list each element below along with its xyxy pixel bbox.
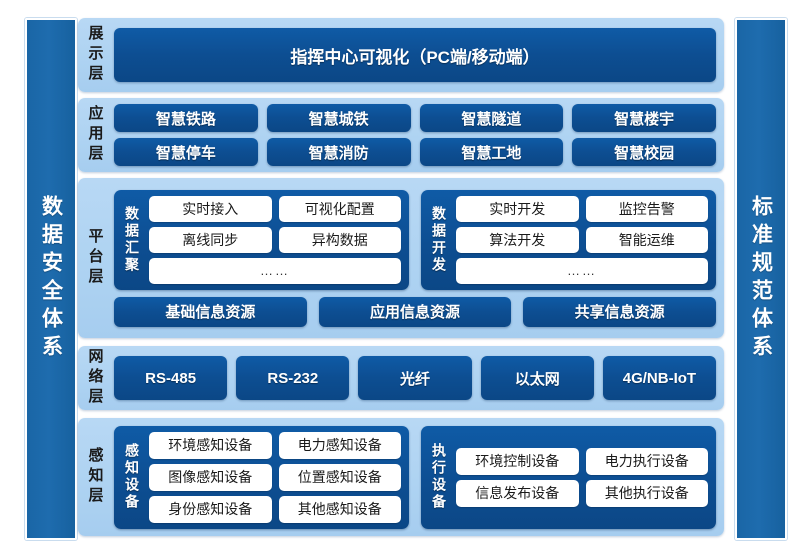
- application-item-smart-railway[interactable]: 智慧铁路: [114, 104, 258, 132]
- sensing-group-1-row-3: 身份感知设备 其他感知设备: [149, 495, 401, 523]
- application-row-2: 智慧停车 智慧消防 智慧工地 智慧校园: [114, 138, 716, 166]
- layer-sensing-body: 感知设备 环境感知设备 电力感知设备 图像感知设备 位置感知设备 身份感知设备: [112, 418, 724, 537]
- platform-group-data-development: 数据开发 实时开发 监控告警 算法开发 智能运维 ……: [421, 189, 716, 290]
- platform-group-2-row-3: ……: [456, 257, 708, 284]
- sensing-item-environment-control[interactable]: 环境控制设备: [456, 447, 579, 475]
- sensing-item-location-sensor[interactable]: 位置感知设备: [278, 463, 401, 491]
- sensing-item-info-release[interactable]: 信息发布设备: [456, 479, 579, 507]
- application-item-smart-parking[interactable]: 智慧停车: [114, 138, 258, 166]
- platform-resources-row: 基础信息资源 应用信息资源 共享信息资源: [114, 296, 717, 327]
- pillar-standards: 标准规范体系: [735, 18, 787, 540]
- presentation-item-command-center[interactable]: 指挥中心可视化（PC端/移动端）: [114, 28, 716, 82]
- application-item-smart-fire[interactable]: 智慧消防: [266, 138, 411, 166]
- network-row: RS-485 RS-232 光纤 以太网 4G/NB-IoT: [114, 356, 717, 400]
- network-item-ethernet[interactable]: 以太网: [480, 356, 594, 400]
- sensing-item-other-actuator[interactable]: 其他执行设备: [585, 479, 708, 507]
- sensing-group-1-items: 环境感知设备 电力感知设备 图像感知设备 位置感知设备 身份感知设备 其他感知设…: [149, 431, 401, 523]
- platform-item-realtime-dev[interactable]: 实时开发: [456, 195, 579, 222]
- application-item-smart-metro[interactable]: 智慧城铁: [266, 104, 411, 132]
- layer-platform-label: 平台层: [86, 228, 104, 288]
- application-item-smart-construction[interactable]: 智慧工地: [419, 138, 564, 166]
- presentation-row: 指挥中心可视化（PC端/移动端）: [114, 28, 716, 82]
- platform-group-data-aggregation: 数据汇聚 实时接入 可视化配置 离线同步 异构数据 ……: [114, 189, 409, 290]
- application-item-smart-campus[interactable]: 智慧校园: [572, 138, 716, 166]
- platform-item-algorithm-dev[interactable]: 算法开发: [456, 226, 579, 253]
- resource-basic-information[interactable]: 基础信息资源: [114, 296, 307, 327]
- layer-presentation-label: 展示层: [86, 25, 104, 85]
- layer-sensing: 感知层 感知设备 环境感知设备 电力感知设备 图像感知设备 位置感知设备: [78, 418, 724, 536]
- platform-group-2-row-2: 算法开发 智能运维: [456, 226, 708, 253]
- layer-sensing-label: 感知层: [86, 447, 104, 507]
- layer-platform: 平台层 数据汇聚 实时接入 可视化配置 离线同步 异构数据: [78, 178, 724, 338]
- platform-group-1-row-2: 离线同步 异构数据: [149, 226, 401, 253]
- platform-group-1-row-1: 实时接入 可视化配置: [149, 195, 401, 222]
- resource-shared-information[interactable]: 共享信息资源: [523, 296, 717, 327]
- platform-group-1-items: 实时接入 可视化配置 离线同步 异构数据 ……: [149, 195, 401, 284]
- network-item-fiber[interactable]: 光纤: [358, 356, 472, 400]
- application-item-smart-tunnel[interactable]: 智慧隧道: [419, 104, 564, 132]
- sensing-group-2-label: 执行设备: [431, 443, 447, 511]
- platform-group-1-row-3: ……: [149, 257, 401, 284]
- platform-item-monitoring-alarm[interactable]: 监控告警: [585, 195, 708, 222]
- layer-presentation: 展示层 指挥中心可视化（PC端/移动端）: [78, 18, 724, 92]
- application-row-1: 智慧铁路 智慧城铁 智慧隧道 智慧楼宇: [114, 104, 716, 132]
- sensing-groups: 感知设备 环境感知设备 电力感知设备 图像感知设备 位置感知设备 身份感知设备: [114, 425, 716, 529]
- sensing-group-1-row-1: 环境感知设备 电力感知设备: [149, 431, 401, 459]
- platform-group-2-items: 实时开发 监控告警 算法开发 智能运维 ……: [456, 195, 708, 284]
- layer-platform-body: 数据汇聚 实时接入 可视化配置 离线同步 异构数据 ……: [112, 182, 724, 335]
- platform-group-2-row-1: 实时开发 监控告警: [456, 195, 708, 222]
- platform-item-realtime-ingest[interactable]: 实时接入: [149, 195, 272, 222]
- layer-network-label: 网络层: [86, 348, 104, 408]
- platform-item-heterogeneous-data[interactable]: 异构数据: [278, 226, 401, 253]
- sensing-item-power-actuator[interactable]: 电力执行设备: [585, 447, 708, 475]
- layer-network: 网络层 RS-485 RS-232 光纤 以太网 4G/NB-IoT: [78, 346, 724, 410]
- sensing-item-other-sensor[interactable]: 其他感知设备: [278, 495, 401, 523]
- layer-application-body: 智慧铁路 智慧城铁 智慧隧道 智慧楼宇 智慧停车 智慧消防 智慧工地 智慧校园: [112, 98, 724, 172]
- platform-item-visual-config[interactable]: 可视化配置: [278, 195, 401, 222]
- platform-groups: 数据汇聚 实时接入 可视化配置 离线同步 异构数据 ……: [114, 189, 716, 290]
- network-item-rs232[interactable]: RS-232: [236, 356, 350, 400]
- sensing-group-2-items: 环境控制设备 电力执行设备 信息发布设备 其他执行设备: [456, 447, 708, 507]
- sensing-group-2-row-2: 信息发布设备 其他执行设备: [456, 479, 708, 507]
- pillar-left-label: 数据安全体系: [39, 195, 63, 363]
- platform-group-2-label: 数据开发: [431, 205, 447, 274]
- sensing-item-power-sensor[interactable]: 电力感知设备: [278, 431, 401, 459]
- layer-presentation-body: 指挥中心可视化（PC端/移动端）: [112, 22, 724, 88]
- platform-item-more-development[interactable]: ……: [456, 257, 708, 284]
- platform-item-intelligent-ops[interactable]: 智能运维: [585, 226, 708, 253]
- platform-item-more-aggregation[interactable]: ……: [149, 257, 401, 284]
- sensing-group-2-row-1: 环境控制设备 电力执行设备: [456, 447, 708, 475]
- layer-network-body: RS-485 RS-232 光纤 以太网 4G/NB-IoT: [112, 350, 724, 406]
- sensing-group-actuator-devices: 执行设备 环境控制设备 电力执行设备 信息发布设备 其他执行设备: [421, 425, 716, 529]
- sensing-group-1-label: 感知设备: [124, 443, 140, 511]
- platform-item-offline-sync[interactable]: 离线同步: [149, 226, 272, 253]
- layer-application: 应用层 智慧铁路 智慧城铁 智慧隧道 智慧楼宇 智慧停车 智慧消防 智慧工地 智…: [78, 98, 724, 172]
- pillar-data-security: 数据安全体系: [25, 18, 77, 540]
- sensing-item-identity-sensor[interactable]: 身份感知设备: [149, 495, 272, 523]
- sensing-group-1-row-2: 图像感知设备 位置感知设备: [149, 463, 401, 491]
- sensing-group-sensor-devices: 感知设备 环境感知设备 电力感知设备 图像感知设备 位置感知设备 身份感知设备: [114, 425, 409, 529]
- layer-application-label: 应用层: [86, 105, 104, 165]
- sensing-item-image-sensor[interactable]: 图像感知设备: [149, 463, 272, 491]
- pillar-right-label: 标准规范体系: [749, 195, 773, 363]
- network-item-4g-nbiot[interactable]: 4G/NB-IoT: [602, 356, 717, 400]
- network-item-rs485[interactable]: RS-485: [114, 356, 228, 400]
- resource-application-information[interactable]: 应用信息资源: [318, 296, 512, 327]
- sensing-item-environment-sensor[interactable]: 环境感知设备: [149, 431, 272, 459]
- application-item-smart-building[interactable]: 智慧楼宇: [572, 104, 716, 132]
- platform-group-1-label: 数据汇聚: [124, 205, 140, 274]
